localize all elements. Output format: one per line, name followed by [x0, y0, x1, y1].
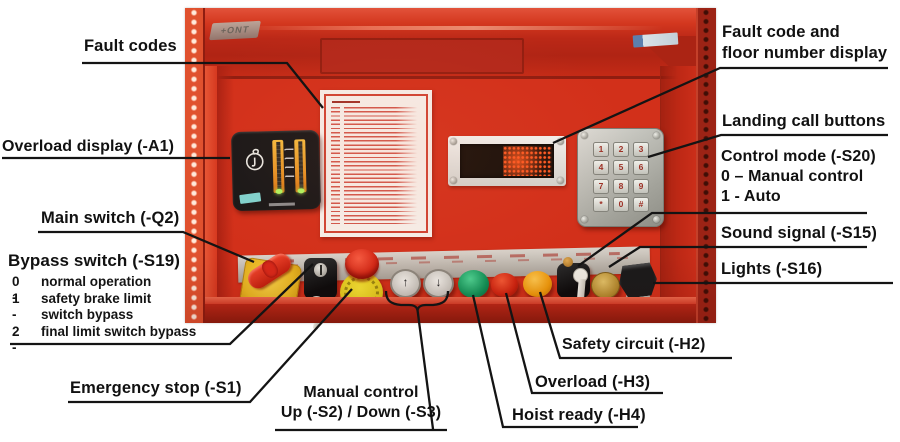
label-manual-control-line1: Manual control — [303, 384, 419, 401]
label-control-mode-title: Control mode (-S20) — [721, 148, 876, 165]
landing-call-keypad: 1 2 3 4 5 6 7 8 9 * 0 # — [577, 128, 664, 227]
bypass-option-text: final limit switch bypass — [41, 324, 201, 340]
keypad-key: 2 — [613, 142, 629, 157]
overload-bargraph-right — [294, 139, 307, 194]
bypass-option-text: normal operation — [41, 274, 201, 290]
crane-hook-logo-icon — [242, 148, 267, 173]
overload-device-tag — [239, 192, 262, 205]
bypass-keyhole-slot — [319, 265, 322, 275]
keypad-key: 4 — [593, 160, 609, 176]
floor-number-display-plate — [448, 136, 566, 186]
safety-circuit-lamp — [523, 271, 552, 297]
overload-lamp — [491, 273, 518, 297]
keypad-key: 9 — [633, 178, 649, 194]
overload-bargraph-right-led — [297, 188, 305, 194]
label-sound-signal: Sound signal (-S15) — [721, 224, 877, 242]
sound-signal-button — [591, 272, 620, 299]
label-control-mode: Control mode (-S20) 0 – Manual control 1… — [721, 147, 876, 207]
manual-down-button: ↓ — [423, 269, 454, 298]
bypass-option-text-line1: normal operation — [41, 274, 152, 289]
screw — [557, 177, 564, 184]
fault-codes-sheet-text-lines — [331, 107, 421, 224]
fault-codes-sheet-title-line — [332, 101, 360, 104]
perforated-flange-right — [696, 8, 716, 323]
overload-bargraph-left — [272, 139, 285, 195]
label-hoist-ready: Hoist ready (-H4) — [512, 406, 646, 424]
keypad-key: 1 — [593, 142, 609, 157]
label-emergency-stop: Emergency stop (-S1) — [70, 379, 242, 397]
keypad-key: 8 — [613, 178, 629, 194]
right-inner-wall — [660, 66, 699, 305]
label-overload-lamp: Overload (-H3) — [535, 373, 651, 391]
keypad-key: 7 — [593, 178, 609, 194]
overload-scale-marks — [284, 148, 295, 179]
keypad-key: # — [633, 196, 649, 212]
hoist-ready-lamp — [458, 270, 489, 298]
label-bypass-switch-title: Bypass switch (-S19) — [8, 251, 181, 270]
screw — [450, 177, 457, 184]
label-fault-display-line1: Fault code and — [722, 23, 840, 41]
keypad-key: 5 — [613, 160, 629, 176]
overload-display-device — [230, 129, 322, 212]
display-window — [460, 144, 554, 178]
overload-bargraph-left-scale — [275, 141, 282, 191]
label-overload-display: Overload display (-A1) — [2, 138, 175, 155]
label-main-switch: Main switch (-Q2) — [41, 209, 180, 227]
keypad-key: * — [593, 196, 609, 212]
screw — [557, 138, 564, 145]
label-landing-call: Landing call buttons — [722, 112, 886, 130]
lights-switch-knob — [617, 262, 659, 299]
label-fault-display-line2: floor number display — [722, 44, 888, 62]
led-dot-matrix — [503, 146, 552, 176]
fault-codes-sheet-frame — [324, 94, 428, 233]
control-mode-key-cap — [563, 257, 573, 267]
label-lights: Lights (-S16) — [721, 260, 823, 278]
hood-glare — [243, 26, 663, 30]
keypad-keys: 1 2 3 4 5 6 7 8 9 * 0 # — [593, 142, 649, 212]
manual-up-button: ↑ — [390, 269, 421, 298]
fault-codes-sheet — [320, 90, 432, 237]
label-fault-display: Fault code and floor number display — [722, 22, 900, 64]
screw — [581, 132, 588, 139]
emergency-stop-button — [345, 249, 379, 279]
left-inner-wall — [203, 66, 217, 297]
label-manual-control-line2: Up (-S2) / Down (-S3) — [280, 404, 442, 421]
keypad-key: 0 — [613, 196, 629, 212]
screw — [653, 132, 660, 139]
overload-bargraph-right-scale — [297, 141, 304, 191]
cabinet-shelf-front — [203, 304, 698, 323]
screw — [450, 138, 457, 145]
screw — [653, 216, 660, 223]
bypass-key-switch — [304, 258, 337, 299]
label-control-mode-option0: 0 – Manual control — [721, 168, 864, 185]
bypass-option-text-line1: safety brake limit — [41, 291, 152, 306]
bypass-option-number: 1 - — [12, 291, 20, 322]
screw — [581, 216, 588, 223]
cabinet-sticker: +ONT — [209, 20, 261, 41]
bypass-option-text-line1: final limit switch bypass — [41, 324, 197, 339]
keypad-key: 3 — [633, 142, 649, 157]
overload-device-caption — [268, 202, 295, 207]
cabinet-shelf-edge — [203, 297, 698, 304]
bypass-option-number: 2 - — [12, 324, 20, 355]
label-manual-control: Manual control Up (-S2) / Down (-S3) — [271, 383, 451, 423]
cabinet-hood — [203, 8, 698, 79]
label-fault-codes: Fault codes — [84, 37, 177, 55]
hood-vent — [320, 38, 524, 74]
label-safety-circuit: Safety circuit (-H2) — [562, 336, 706, 353]
keypad-key: 6 — [633, 160, 649, 176]
overload-bargraph-left-led — [275, 188, 283, 195]
bypass-option-text-line2: switch bypass — [41, 306, 134, 322]
cabinet-photo: +ONT — [185, 8, 716, 330]
label-control-mode-option1: 1 - Auto — [721, 188, 781, 205]
